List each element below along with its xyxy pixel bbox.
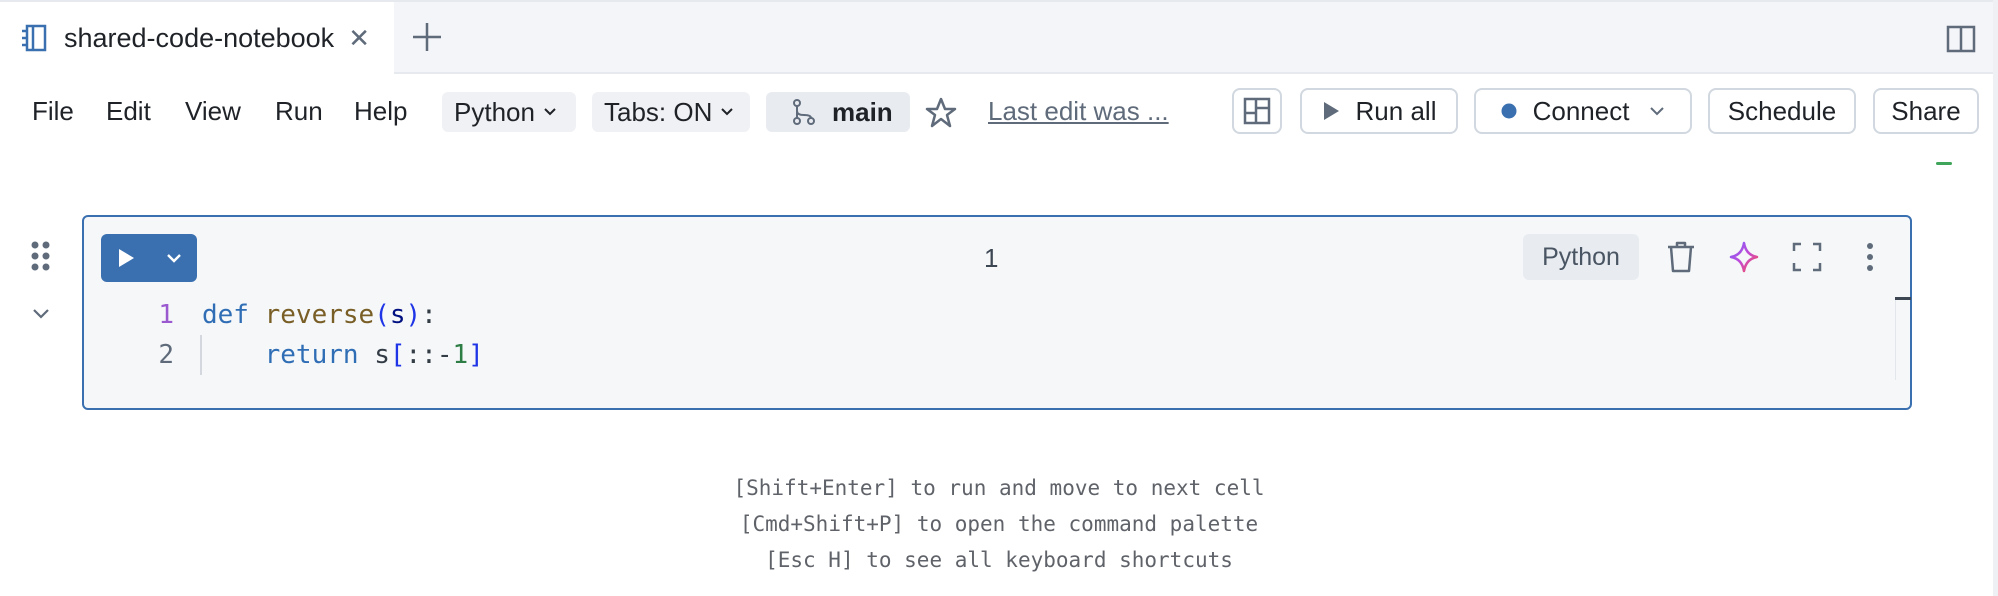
bracket-token: [ bbox=[389, 340, 406, 370]
menu-run[interactable]: Run bbox=[275, 96, 323, 126]
trash-icon[interactable] bbox=[1664, 239, 1698, 275]
connect-label: Connect bbox=[1532, 95, 1630, 126]
colon-token: : bbox=[421, 300, 437, 330]
language-value: Python bbox=[454, 96, 535, 127]
connect-button[interactable]: Connect bbox=[1474, 88, 1692, 134]
fullscreen-icon[interactable] bbox=[1790, 239, 1824, 275]
run-all-button[interactable]: Run all bbox=[1300, 88, 1458, 134]
chevron-down-icon bbox=[1650, 107, 1665, 116]
run-all-label: Run all bbox=[1355, 95, 1437, 126]
tabs-dropdown[interactable]: Tabs: ON bbox=[592, 92, 750, 132]
language-dropdown[interactable]: Python bbox=[442, 92, 576, 132]
play-icon bbox=[119, 249, 134, 267]
number-token: 1 bbox=[452, 340, 469, 370]
chevron-down-icon bbox=[544, 108, 556, 116]
slice-token: ::- bbox=[405, 340, 453, 370]
save-status-indicator bbox=[1936, 162, 1952, 165]
code-editor[interactable]: 1 def reverse(s): 2 return s[::-1] bbox=[124, 295, 484, 375]
editor-scroll-marker bbox=[1895, 297, 1911, 300]
drag-handle-icon[interactable] bbox=[30, 240, 52, 272]
variable-token: s bbox=[358, 340, 390, 370]
menu-bar: File Edit View Run Help Python Tabs: ON … bbox=[0, 84, 1998, 138]
code-line: 2 return s[::-1] bbox=[124, 335, 484, 375]
argument-token: s bbox=[389, 300, 406, 330]
branch-label: main bbox=[832, 96, 893, 127]
hint-command-palette: [Cmd+Shift+P] to open the command palett… bbox=[739, 512, 1259, 536]
chevron-down-icon bbox=[167, 254, 181, 263]
play-icon bbox=[1323, 102, 1339, 120]
line-number: 2 bbox=[158, 340, 174, 370]
plus-icon[interactable] bbox=[410, 20, 444, 54]
more-vertical-icon[interactable] bbox=[1853, 239, 1887, 275]
cell-language-badge[interactable]: Python bbox=[1523, 234, 1639, 280]
paren-token: ) bbox=[405, 300, 422, 330]
close-icon[interactable]: ✕ bbox=[348, 22, 370, 53]
tab-title: shared-code-notebook bbox=[64, 22, 335, 53]
function-name-token: reverse bbox=[264, 300, 375, 330]
ai-sparkle-icon[interactable] bbox=[1727, 239, 1761, 275]
hint-shortcuts: [Esc H] to see all keyboard shortcuts bbox=[765, 548, 1233, 572]
last-edit-link[interactable]: Last edit was ... bbox=[988, 96, 1169, 126]
keyboard-hints: [Shift+Enter] to run and move to next ce… bbox=[0, 470, 1998, 578]
hint-run: [Shift+Enter] to run and move to next ce… bbox=[733, 476, 1265, 500]
git-branch-icon bbox=[793, 99, 815, 125]
cell-number: 1 bbox=[984, 243, 999, 273]
split-view-icon[interactable] bbox=[1946, 24, 1976, 54]
schedule-button[interactable]: Schedule bbox=[1708, 88, 1856, 134]
keyword-token: return bbox=[264, 340, 359, 370]
indent-guide bbox=[200, 335, 265, 375]
menu-help[interactable]: Help bbox=[354, 96, 408, 126]
line-number: 1 bbox=[158, 300, 174, 330]
tab-shared-code-notebook[interactable]: shared-code-notebook ✕ bbox=[0, 2, 394, 74]
bracket-token: ] bbox=[468, 340, 484, 370]
code-cell[interactable]: 1 Python 1 def reverse(s): 2 return s[::… bbox=[82, 215, 1912, 410]
tab-bar: shared-code-notebook ✕ bbox=[0, 0, 1998, 74]
run-cell-split-button bbox=[101, 234, 197, 282]
menu-edit[interactable]: Edit bbox=[106, 96, 151, 126]
share-button[interactable]: Share bbox=[1873, 88, 1979, 134]
status-dot-icon bbox=[1501, 103, 1517, 119]
editor-scroll-track[interactable] bbox=[1895, 300, 1896, 380]
menu-file[interactable]: File bbox=[32, 96, 74, 126]
right-edge-scrollbar bbox=[1993, 0, 1998, 596]
layout-button[interactable] bbox=[1232, 88, 1282, 134]
space-token bbox=[249, 295, 265, 335]
menu-view[interactable]: View bbox=[185, 96, 241, 126]
code-line: 1 def reverse(s): bbox=[124, 295, 484, 335]
run-options-button[interactable] bbox=[151, 234, 197, 282]
layout-icon bbox=[1243, 97, 1271, 125]
branch-button[interactable]: main bbox=[766, 92, 910, 132]
star-icon[interactable] bbox=[924, 96, 958, 130]
collapse-cell-icon[interactable] bbox=[32, 304, 50, 322]
notebook-icon bbox=[22, 24, 47, 52]
keyword-token: def bbox=[202, 300, 249, 330]
run-cell-button[interactable] bbox=[101, 234, 151, 282]
paren-token: ( bbox=[374, 300, 390, 330]
tabs-value: Tabs: ON bbox=[604, 96, 713, 127]
chevron-down-icon bbox=[721, 108, 734, 116]
